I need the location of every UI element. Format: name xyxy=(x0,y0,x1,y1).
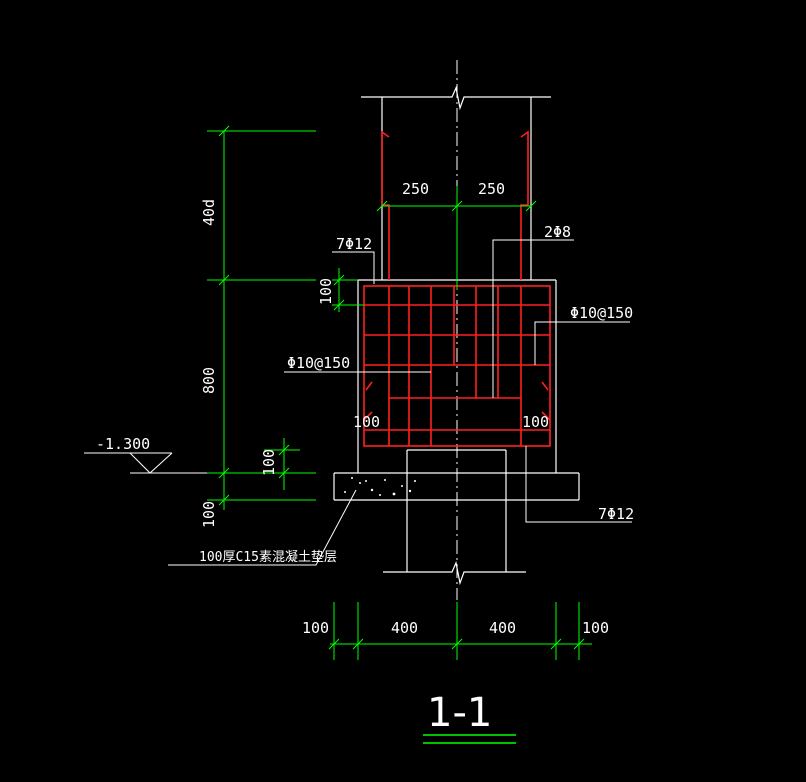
dim-col-half-right: 250 xyxy=(478,180,505,198)
dim-cushion-b: 100 xyxy=(200,501,218,528)
section-title: 1-1 xyxy=(427,690,492,736)
label-bottom-bar: 7Φ12 xyxy=(598,505,634,523)
label-stirrup-top: 2Φ8 xyxy=(544,223,571,241)
dim-top-cover: 100 xyxy=(317,278,335,305)
label-top-bar: 7Φ12 xyxy=(336,235,372,253)
label-cushion: 100厚C15素混凝土垫层 xyxy=(199,549,337,565)
elevation-marker xyxy=(84,452,219,474)
label-elevation: -1.300 xyxy=(96,435,150,453)
lower-column-outline xyxy=(383,449,526,586)
dim-col-half-left: 250 xyxy=(402,180,429,198)
dim-anchor-length: 40d xyxy=(200,199,218,226)
cushion-hatch xyxy=(344,477,416,496)
dim-inner-left: 100 xyxy=(353,413,380,431)
label-stirrup-left: Φ10@150 xyxy=(287,354,350,372)
dimension-lines xyxy=(207,125,592,660)
leader-lines xyxy=(168,239,632,566)
dim-width-right-ext: 100 xyxy=(582,619,609,637)
dim-width-left-ext: 100 xyxy=(302,619,329,637)
dim-width-left: 400 xyxy=(391,619,418,637)
label-stirrup-right: Φ10@150 xyxy=(570,304,633,322)
dim-cushion-a: 100 xyxy=(260,449,278,476)
dim-beam-depth: 800 xyxy=(200,367,218,394)
dim-inner-right: 100 xyxy=(522,413,549,431)
title-underline xyxy=(423,734,516,744)
dim-width-right: 400 xyxy=(489,619,516,637)
rebar-cage xyxy=(363,130,551,447)
